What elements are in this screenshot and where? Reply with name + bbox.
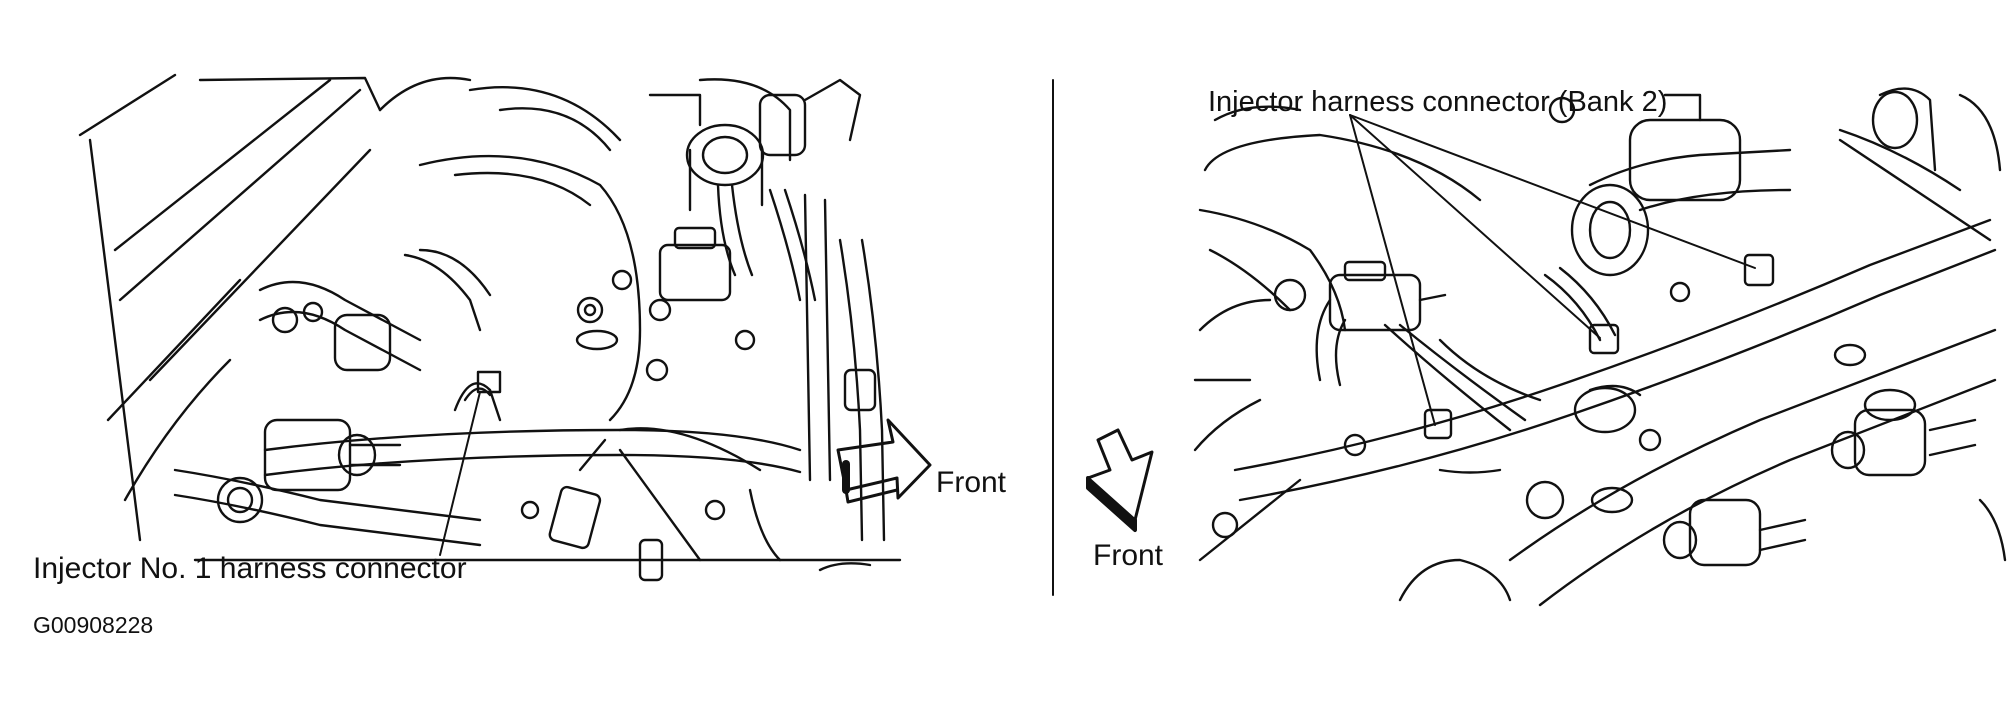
left-engine-illustration: [78, 73, 902, 582]
front-arrow-right: [1086, 428, 1154, 532]
label-injector-bank2-connector: Injector harness connector (Bank 2): [1208, 86, 1668, 118]
label-front-left: Front: [936, 466, 1007, 499]
label-front-right: Front: [1093, 539, 1164, 572]
label-injector-no1-connector: Injector No. 1 harness connector: [33, 552, 467, 585]
leader-line-injector-1: [439, 391, 481, 556]
right-engine-illustration: [1193, 87, 2007, 607]
figure-id: G00908228: [33, 612, 154, 638]
front-arrow-left: [836, 418, 932, 504]
leader-lines-bank-2: [1349, 114, 1756, 426]
